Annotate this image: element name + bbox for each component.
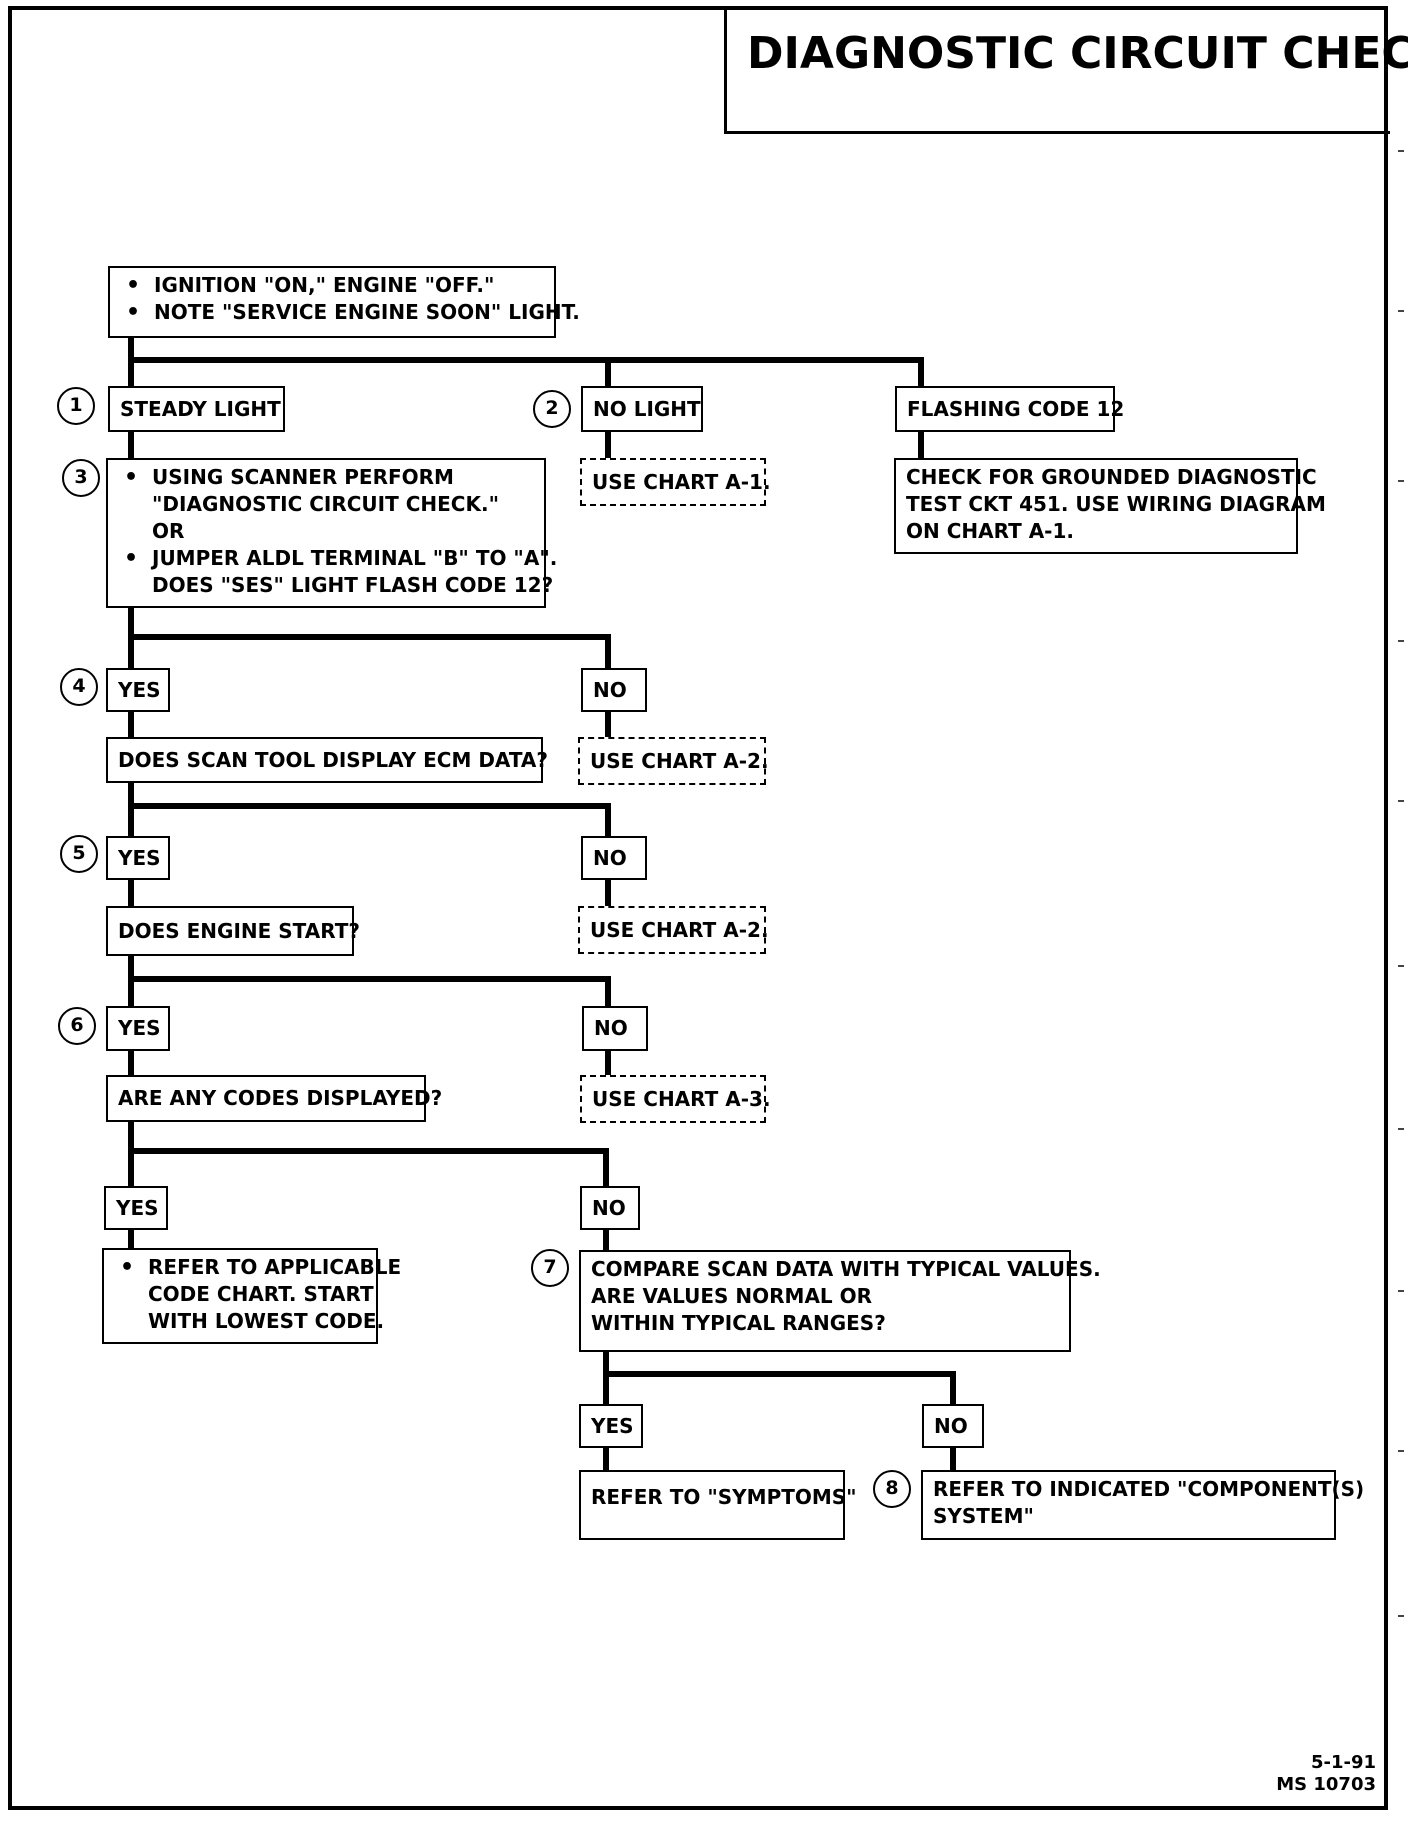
edge-mark: [1398, 640, 1404, 642]
scan-tool-question-box: DOES SCAN TOOL DISPLAY ECM DATA?: [106, 737, 548, 783]
connector-codes-branch: [128, 1120, 609, 1186]
step-number-4: 4: [60, 668, 98, 706]
no-box-4: NO: [581, 668, 647, 712]
compare-line-3: WITHIN TYPICAL RANGES?: [591, 1311, 886, 1335]
use-chart-a2-box-2: USE CHART A-2.: [578, 906, 769, 954]
codes-question-box: ARE ANY CODES DISPLAYED?: [106, 1075, 442, 1122]
code-chart-line-1: REFER TO APPLICABLE: [114, 1254, 401, 1281]
footer-code: MS 10703: [1276, 1774, 1376, 1795]
start-line-1: IGNITION "ON," ENGINE "OFF.": [120, 272, 544, 299]
engine-start-question-box: DOES ENGINE START?: [106, 906, 360, 956]
footer-date: 5-1-91: [1310, 1752, 1376, 1773]
step-number-3: 3: [62, 459, 100, 497]
start-line-2: NOTE "SERVICE ENGINE SOON" LIGHT.: [120, 299, 580, 326]
step-number-2: 2: [533, 390, 571, 428]
component-line-1: REFER TO INDICATED "COMPONENT(S): [933, 1477, 1365, 1501]
edge-mark: [1398, 1290, 1404, 1292]
compare-line-2: ARE VALUES NORMAL OR: [591, 1284, 873, 1308]
step-number-1: 1: [57, 387, 95, 425]
yes-box-5: YES: [106, 836, 170, 880]
component-line-2: SYSTEM": [933, 1504, 1034, 1528]
refer-symptoms-box: REFER TO "SYMPTOMS": [579, 1470, 857, 1540]
scanner-line-4: JUMPER ALDL TERMINAL "B" TO "A".: [118, 545, 557, 572]
code-chart-line-2: CODE CHART. START: [148, 1282, 374, 1306]
use-chart-a2-box-1: USE CHART A-2.: [578, 737, 769, 785]
edge-mark: [1398, 1615, 1404, 1617]
applicable-code-chart-box: REFER TO APPLICABLE CODE CHART. START WI…: [102, 1248, 401, 1344]
code-chart-line-3: WITH LOWEST CODE.: [148, 1309, 385, 1333]
refer-component-box: REFER TO INDICATED "COMPONENT(S) SYSTEM": [921, 1470, 1365, 1540]
connector-scantool-branch: [128, 781, 611, 836]
step-number-6: 6: [58, 1007, 96, 1045]
scanner-check-box: USING SCANNER PERFORM "DIAGNOSTIC CIRCUI…: [106, 458, 557, 608]
document-footer: 5-1-91 MS 10703: [1276, 1752, 1376, 1796]
grounded-line-1: CHECK FOR GROUNDED DIAGNOSTIC: [906, 465, 1317, 489]
edge-mark: [1398, 1128, 1404, 1130]
use-chart-a3-box: USE CHART A-3.: [580, 1075, 771, 1123]
scanner-line-5: DOES "SES" LIGHT FLASH CODE 12?: [152, 573, 554, 597]
edge-mark: [1398, 310, 1404, 312]
edge-mark: [1398, 480, 1404, 482]
no-box-5: NO: [581, 836, 647, 880]
yes-box-6: YES: [106, 1006, 170, 1051]
page-title: DIAGNOSTIC CIRCUIT CHECK: [747, 28, 1408, 79]
grounded-line-3: ON CHART A-1.: [906, 519, 1074, 543]
no-light-box: NO LIGHT: [581, 386, 703, 432]
no-box-compare: NO: [922, 1404, 984, 1448]
steady-light-box: STEADY LIGHT: [108, 386, 285, 432]
scanner-line-1: USING SCANNER PERFORM: [118, 464, 534, 491]
grounded-line-2: TEST CKT 451. USE WIRING DIAGRAM: [906, 492, 1326, 516]
start-box: IGNITION "ON," ENGINE "OFF." NOTE "SERVI…: [108, 266, 580, 338]
flashing-code-box: FLASHING CODE 12: [895, 386, 1124, 432]
step-number-8: 8: [873, 1470, 911, 1508]
no-box-6: NO: [582, 1006, 648, 1051]
yes-box-codes: YES: [104, 1186, 168, 1230]
connector-scanner-branch: [128, 606, 611, 668]
edge-mark: [1398, 150, 1404, 152]
yes-box-4: YES: [106, 668, 170, 712]
no-box-codes: NO: [580, 1186, 640, 1230]
edge-mark: [1398, 1450, 1404, 1452]
grounded-diagnostic-box: CHECK FOR GROUNDED DIAGNOSTIC TEST CKT 4…: [894, 458, 1326, 554]
step-number-7: 7: [531, 1249, 569, 1287]
compare-scan-data-box: COMPARE SCAN DATA WITH TYPICAL VALUES. A…: [579, 1250, 1101, 1352]
compare-line-1: COMPARE SCAN DATA WITH TYPICAL VALUES.: [591, 1257, 1101, 1281]
scanner-line-2: "DIAGNOSTIC CIRCUIT CHECK.": [152, 492, 499, 516]
title-box: DIAGNOSTIC CIRCUIT CHECK: [724, 6, 1408, 134]
connector-start: [128, 336, 924, 386]
use-chart-a1-box: USE CHART A-1.: [580, 458, 771, 506]
edge-mark: [1398, 800, 1404, 802]
page-frame: [8, 6, 1388, 1810]
edge-mark: [1398, 965, 1404, 967]
connector-compare-branch: [603, 1350, 956, 1404]
scanner-line-3: OR: [152, 519, 185, 543]
yes-box-compare: YES: [579, 1404, 643, 1448]
step-number-5: 5: [60, 835, 98, 873]
connector-engine-branch: [128, 954, 611, 1006]
